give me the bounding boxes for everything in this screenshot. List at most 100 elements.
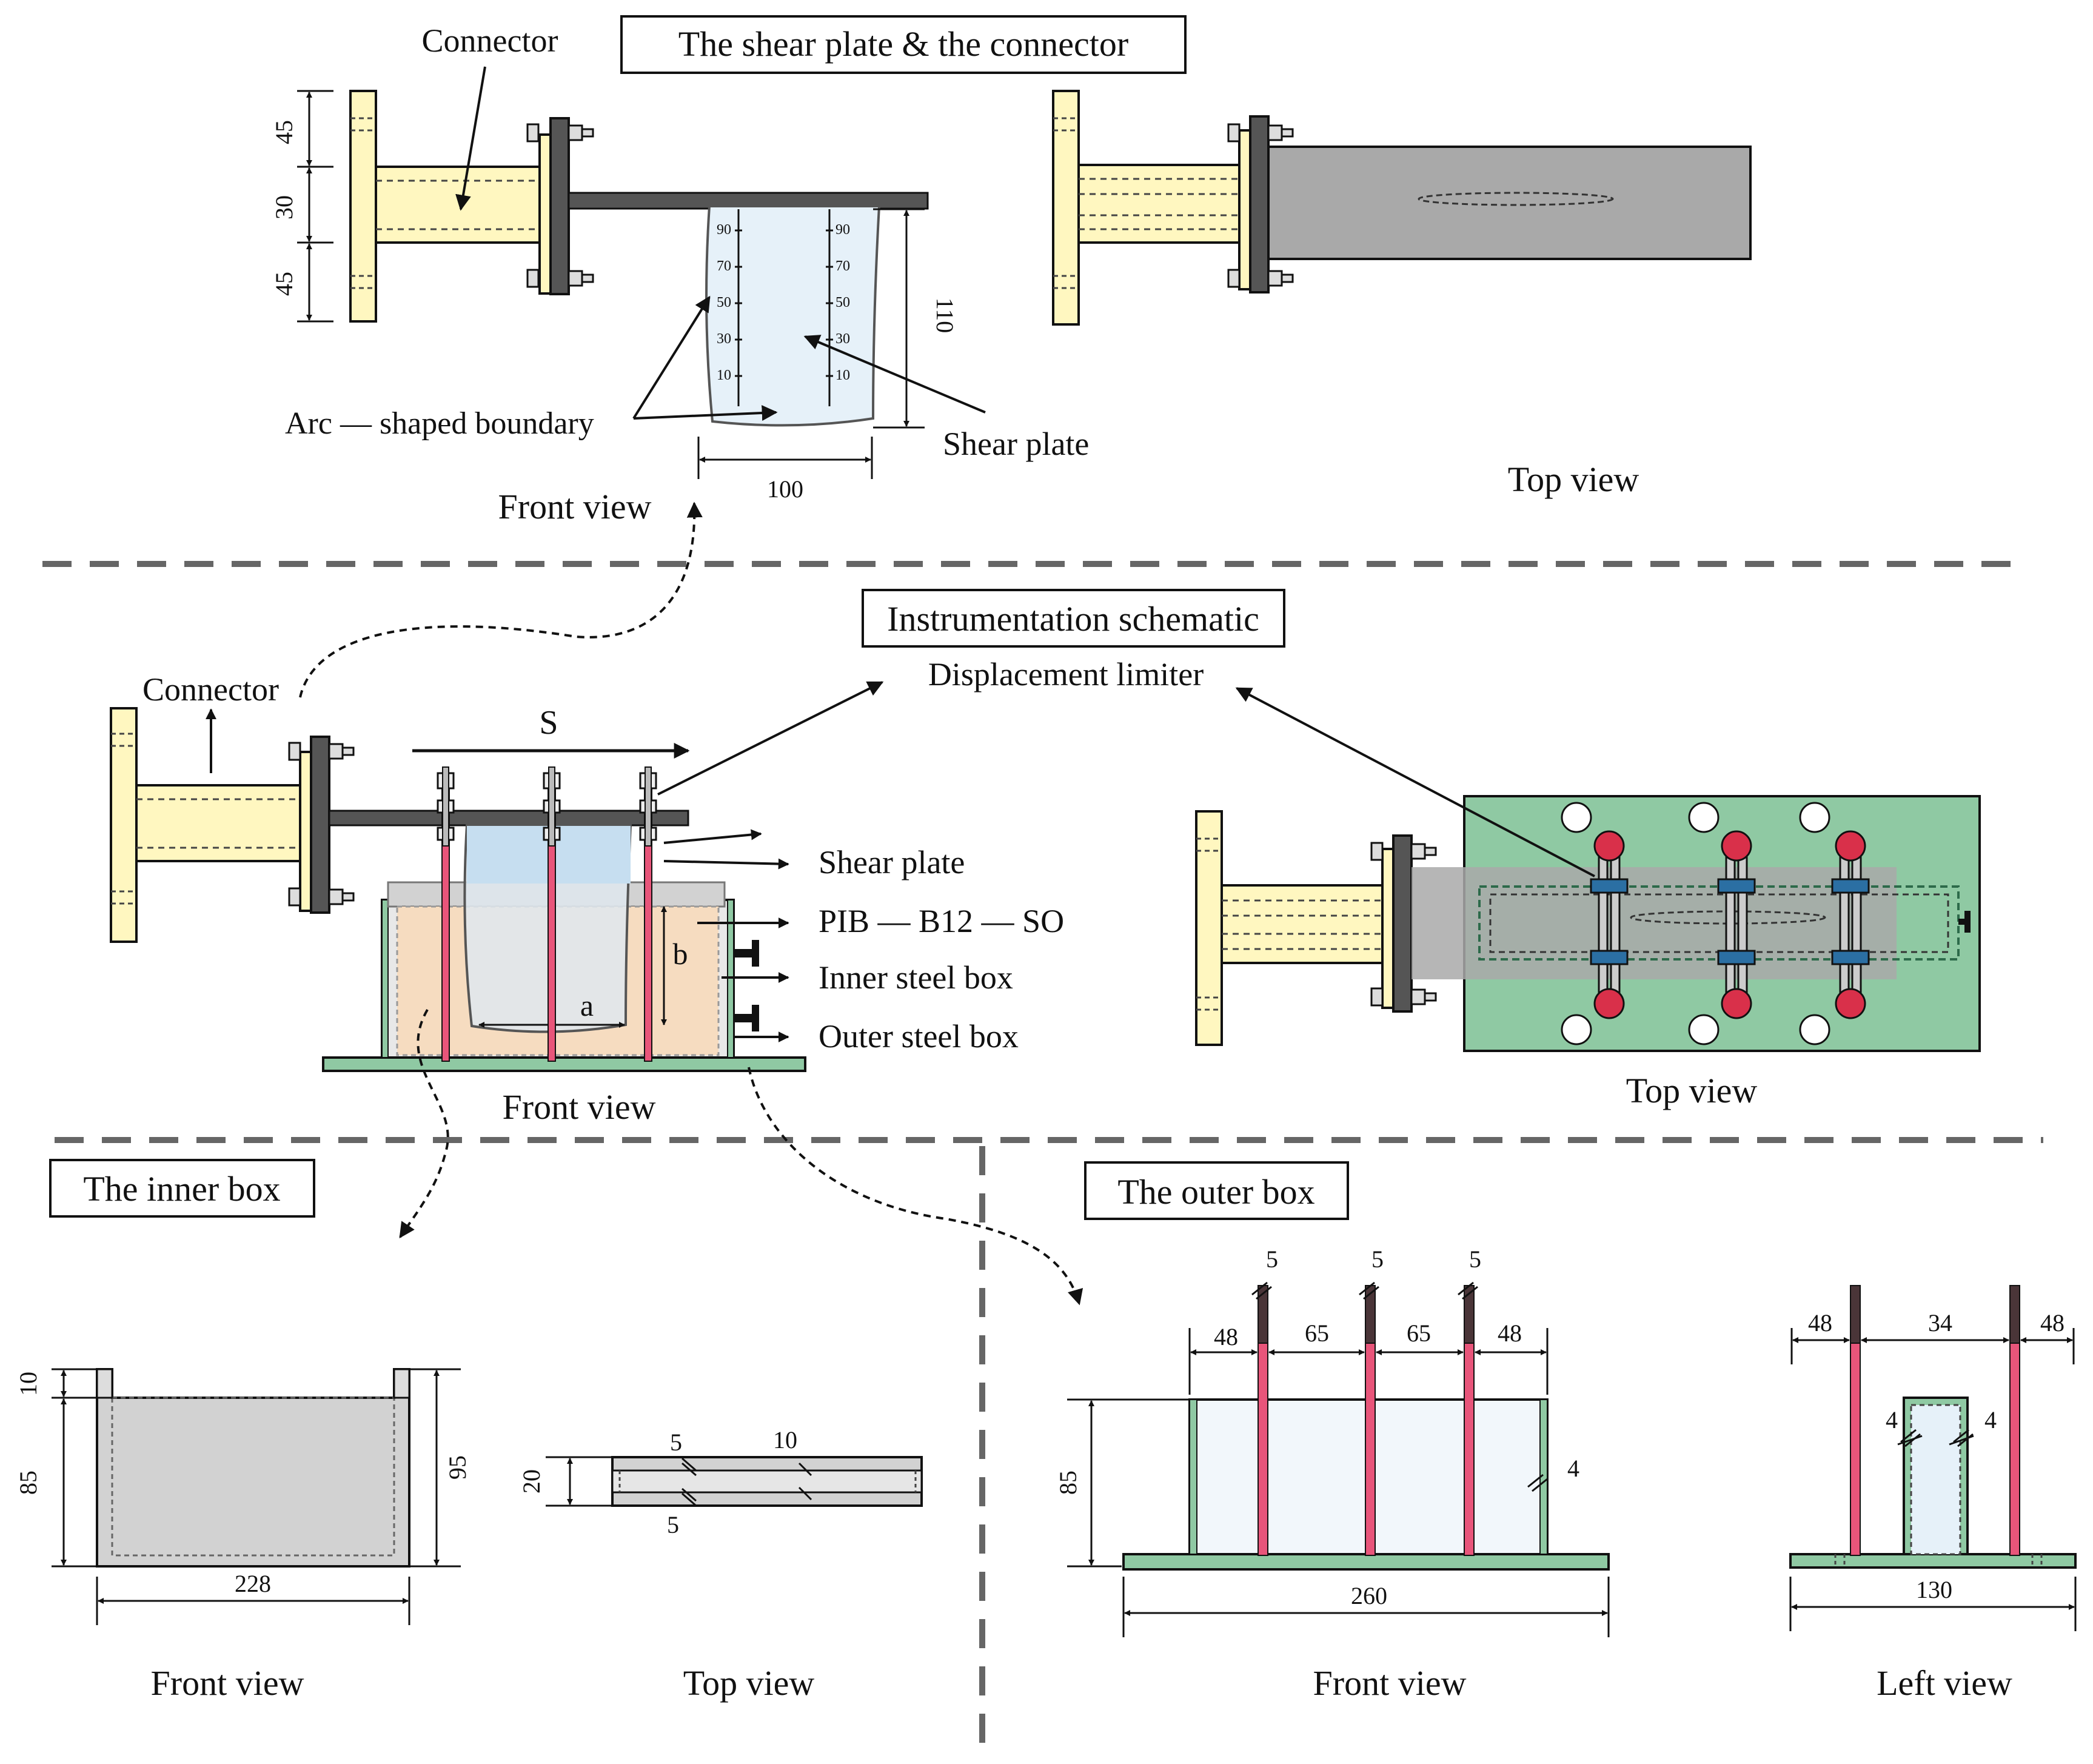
outer-left-view: Left view <box>1877 1663 2012 1703</box>
tv-plate-dark <box>1249 115 1270 293</box>
mid-top-view: Top view <box>1626 1071 1758 1110</box>
scale-left-70: 70 <box>717 258 731 274</box>
left-dim-48a: 48 <box>1808 1309 1832 1336</box>
outer-title: The outer box <box>1117 1172 1314 1212</box>
arc-arrow-1 <box>632 295 711 420</box>
left-dim-34: 34 <box>1928 1309 1952 1336</box>
top-connector-arrow <box>455 66 486 211</box>
inner-front-box <box>96 1368 410 1568</box>
inner-dim-20: 20 <box>518 1469 545 1494</box>
top-connector-label: Connector <box>422 22 558 59</box>
a-label: a <box>580 988 594 1022</box>
outer-steel-box-label: Outer steel box <box>819 1018 1019 1055</box>
inner-dim-5b: 5 <box>667 1511 679 1538</box>
mid-rod <box>328 810 689 827</box>
outer-front-rods <box>1257 1285 1475 1556</box>
top-top-view: Top view <box>1508 460 1639 499</box>
inner-dim-228: 228 <box>235 1570 271 1597</box>
link-inner-curve <box>399 1008 449 1239</box>
limiters <box>437 766 657 1062</box>
inner-dim-5a: 5 <box>670 1429 682 1456</box>
mid-tv-plate-dark <box>1392 834 1413 1013</box>
connector-flange <box>349 90 377 323</box>
inner-front-view: Front view <box>151 1663 304 1703</box>
mid-title: Instrumentation schematic <box>887 599 1259 639</box>
mid-connector-label: Connector <box>142 671 279 708</box>
inner-box-section: The inner box 10 85 95 228 Front view <box>15 1159 923 1703</box>
middle-section: Instrumentation schematic Displacement l… <box>110 589 1981 1127</box>
shear-arrow-a <box>663 829 762 844</box>
box-handles <box>734 940 759 1031</box>
limiter-2 <box>543 766 561 1062</box>
shear-plate-arrow <box>803 335 986 414</box>
tv-slot <box>1418 192 1614 206</box>
scale-right-90: 90 <box>836 222 850 238</box>
scale-left-50: 50 <box>717 295 731 310</box>
outer-dim-85: 85 <box>1054 1471 1082 1495</box>
left-dim-4b: 4 <box>1984 1406 1997 1434</box>
top-section: The shear plate & the connector 90 70 50… <box>270 15 1752 526</box>
dim-45b: 45 <box>270 272 298 296</box>
inner-top-view: Top view <box>683 1663 815 1703</box>
shear-arrow-b <box>663 858 789 870</box>
scale-right-50: 50 <box>836 295 850 310</box>
outer-dim-65b: 65 <box>1407 1320 1431 1347</box>
connector-plate-light <box>538 133 552 295</box>
left-dim-130: 130 <box>1916 1576 1952 1603</box>
scale-left-30: 30 <box>717 331 731 347</box>
outer-dim-5-1: 5 <box>1266 1246 1278 1273</box>
mid-title-box <box>862 589 1285 648</box>
dim-110: 110 <box>931 298 959 334</box>
inner-steel-box-label: Inner steel box <box>819 959 1013 996</box>
outer-title-box <box>1084 1161 1349 1220</box>
inner-dim-85: 85 <box>15 1471 42 1495</box>
tv-tube <box>1077 164 1241 244</box>
scale-left <box>735 209 742 406</box>
outer-front-base <box>1122 1553 1610 1571</box>
arc-label: Arc — shaped boundary <box>285 406 594 441</box>
mid-flange <box>110 707 138 943</box>
scale-left-10: 10 <box>717 367 731 383</box>
dim-45a: 45 <box>270 120 298 144</box>
pib-label: PIB — B12 — SO <box>819 903 1064 939</box>
mid-plate-dark <box>310 736 330 914</box>
outer-dim-260: 260 <box>1351 1582 1387 1609</box>
tv-shear-plate <box>1267 146 1752 260</box>
scale-right-10: 10 <box>836 367 850 383</box>
dim-100: 100 <box>767 475 803 503</box>
outer-green-left <box>381 899 389 1058</box>
left-dim-48b: 48 <box>2040 1309 2065 1336</box>
top-title-box <box>620 15 1187 74</box>
connector-plate-dark <box>549 117 570 295</box>
scale-right-30: 30 <box>836 331 850 347</box>
s-label: S <box>539 704 558 742</box>
inner-dim-10: 10 <box>15 1372 42 1396</box>
inner-title-box <box>49 1159 315 1218</box>
mid-shear-plate-label: Shear plate <box>819 844 965 880</box>
mid-tv-inner-box <box>1478 885 1960 961</box>
scale-left-90: 90 <box>717 222 731 238</box>
outer-dim-5-3: 5 <box>1469 1246 1481 1273</box>
connector-bolts <box>526 123 594 288</box>
outer-dim-5-2: 5 <box>1371 1246 1384 1273</box>
connector-tube <box>375 166 541 244</box>
outer-dim-48a: 48 <box>1214 1323 1238 1350</box>
scale-right <box>826 209 833 406</box>
outer-dim-4: 4 <box>1567 1455 1579 1482</box>
mid-tv-shear-plate <box>1412 867 1897 979</box>
arc-arrow-2 <box>633 405 778 421</box>
left-dim-4a: 4 <box>1886 1406 1898 1434</box>
outer-front-view: Front view <box>1313 1663 1467 1703</box>
link-outer-curve <box>748 1067 1083 1306</box>
mid-tv-limiter-arrow <box>1235 687 1595 877</box>
base-plate <box>322 1056 806 1072</box>
tv-flange <box>1052 90 1080 326</box>
mid-tv-holes <box>1561 802 1830 1045</box>
top-title: The shear plate & the connector <box>678 24 1128 64</box>
outer-dim-48b: 48 <box>1498 1320 1522 1347</box>
top-front-view: Front view <box>498 487 652 526</box>
tv-plate-light <box>1238 129 1251 290</box>
mid-tv-tube <box>1221 884 1384 964</box>
mid-tv-limiters <box>1590 830 1870 1019</box>
